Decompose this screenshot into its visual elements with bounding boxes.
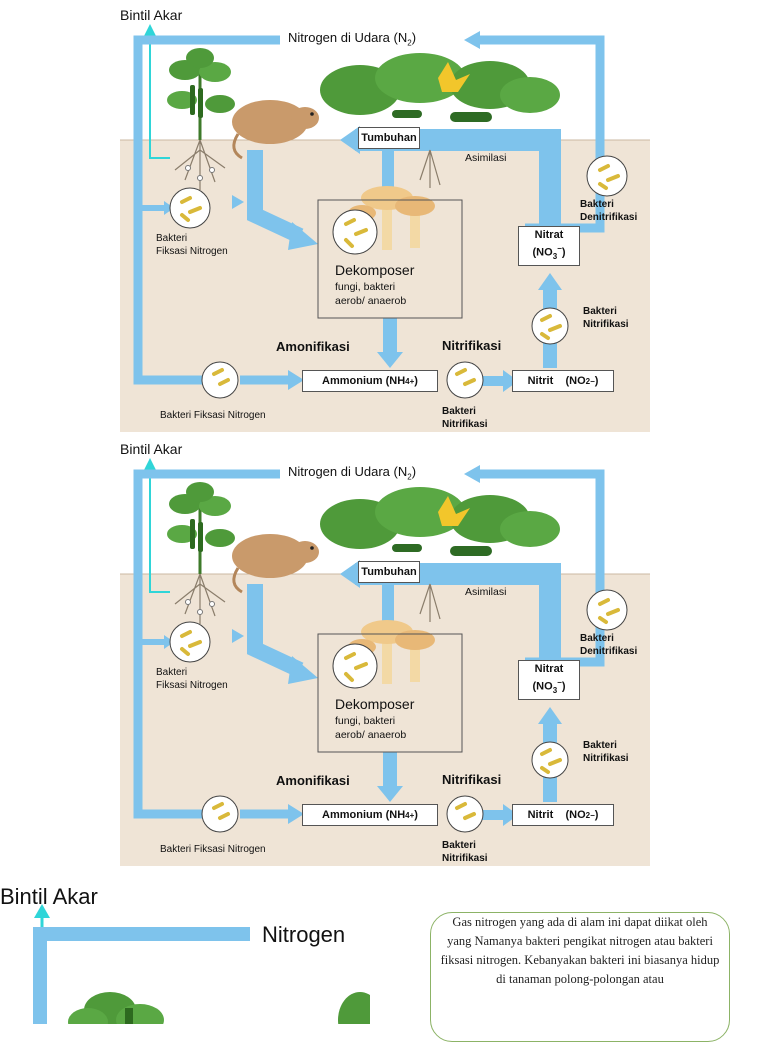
zoom-atmosphere-label: Nitrogen — [262, 922, 346, 947]
cycle-illustration — [120, 458, 650, 866]
nitrate-box: Nitrat (NO3−) — [518, 226, 580, 266]
bacteria-bottom-fixation-circle — [201, 795, 239, 833]
squash-plant-illustration — [320, 487, 560, 622]
bottom-fixation-label: Bakteri Fiksasi Nitrogen — [160, 844, 266, 855]
mole-illustration — [232, 534, 319, 594]
cycle-illustration — [120, 24, 650, 432]
bacteria-fixation-circle — [169, 187, 211, 229]
decomposer-box — [317, 633, 463, 753]
decomposer-title: Dekomposer — [335, 696, 415, 712]
nitrification-label: Nitrifikasi — [442, 338, 502, 353]
bacteria-bottom-fixation-circle — [201, 361, 239, 399]
decomposer-box — [317, 199, 463, 319]
zoom-root-nodule-label: Bintil Akar — [0, 884, 98, 909]
bacteria-nitrification-circle — [531, 307, 569, 345]
root-nodule-label: Bintil Akar — [120, 441, 183, 457]
atmosphere-label: Nitrogen di Udara (N2) — [288, 30, 417, 48]
ammonification-label: Amonifikasi — [276, 773, 350, 788]
bacteria-denitrification-circle — [586, 589, 628, 631]
legume-plant-illustration — [167, 482, 235, 624]
bottom-fixation-label: Bakteri Fiksasi Nitrogen — [160, 410, 266, 421]
atmosphere-label: Nitrogen di Udara (N2) — [288, 464, 417, 482]
arrow-assimilation — [355, 563, 561, 659]
assimilation-label: Asimilasi — [465, 586, 507, 598]
mole-illustration — [232, 100, 319, 160]
bacteria-decomposer-circle — [332, 209, 378, 255]
squash-plant-illustration — [320, 53, 560, 188]
explanation-text: Gas nitrogen yang ada di alam ini dapat … — [440, 915, 720, 986]
decomposer-title: Dekomposer — [335, 262, 415, 278]
plants-box: Tumbuhan — [358, 127, 420, 149]
root-nodule-label: Bintil Akar — [120, 7, 183, 23]
nitrification-label: Nitrifikasi — [442, 772, 502, 787]
zoomed-illustration — [0, 870, 370, 1024]
root-nodule-arrow — [144, 458, 170, 593]
explanation-box: Gas nitrogen yang ada di alam ini dapat … — [430, 912, 730, 1042]
arrow-plants-to-decomposer — [247, 584, 304, 678]
bacteria-nitrification-circle — [531, 741, 569, 779]
bacteria-fixation-circle — [169, 621, 211, 663]
legume-plant-illustration — [167, 48, 235, 190]
plants-box: Tumbuhan — [358, 561, 420, 583]
nitrate-box: Nitrat (NO3−) — [518, 660, 580, 700]
bacteria-nitrif-bottom-circle — [446, 361, 484, 399]
arrow-plants-to-decomposer — [247, 150, 304, 244]
bacteria-circles — [169, 155, 628, 399]
ammonification-label: Amonifikasi — [276, 339, 350, 354]
nitrogen-cycle-diagram-1: Bintil Akar Nitrogen di Udara (N2) Tumbu… — [120, 0, 650, 432]
arrow-assimilation — [355, 129, 561, 225]
nitrogen-cycle-diagram-2: Bintil Akar Nitrogen di Udara (N2) Tumbu… — [120, 434, 650, 866]
bacteria-rods — [180, 598, 620, 820]
bacteria-denitrification-circle — [586, 155, 628, 197]
zoomed-diagram-crop: Bintil Akar Nitrogen — [0, 870, 370, 1024]
assimilation-label: Asimilasi — [465, 152, 507, 164]
root-nodule-arrow — [144, 24, 170, 159]
bacteria-decomposer-circle — [332, 643, 378, 689]
bacteria-rods — [180, 164, 620, 386]
bacteria-nitrif-bottom-circle — [446, 795, 484, 833]
